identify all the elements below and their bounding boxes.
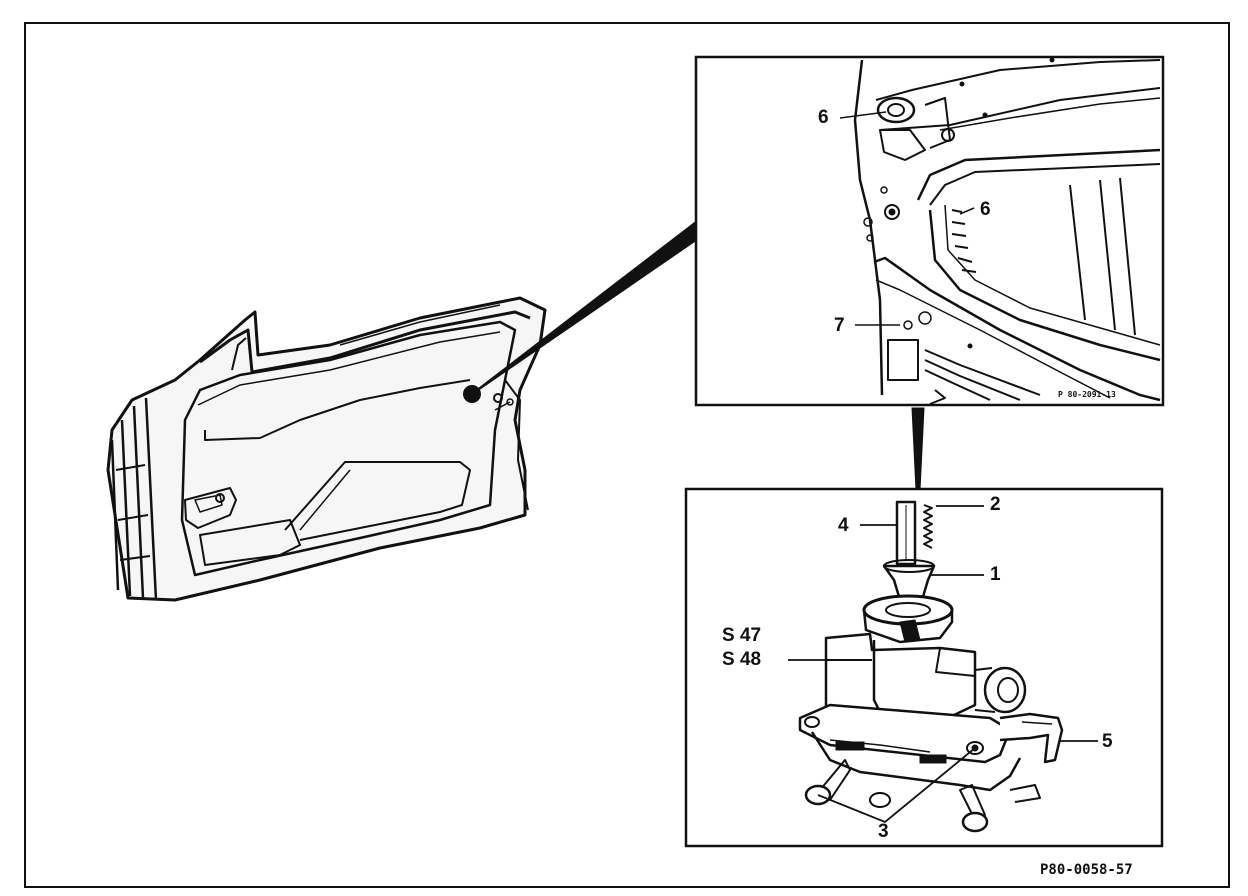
connector-wedge — [911, 407, 925, 491]
callout-4: 4 — [838, 515, 849, 536]
inner-panel — [180, 320, 517, 577]
callout-5: 5 — [1102, 731, 1113, 752]
detail-reference: P 80-2091-13 — [1058, 390, 1116, 399]
detail-box-top — [694, 55, 1165, 407]
callout-2: 2 — [990, 494, 1001, 515]
callout-7: 7 — [834, 315, 845, 336]
handle-recess — [184, 487, 237, 529]
door-illustration — [106, 296, 547, 602]
callout-3: 3 — [878, 821, 889, 842]
callout-1: 1 — [990, 564, 1001, 585]
actuator-drawing — [798, 500, 1064, 833]
detail-top-drawing — [853, 57, 1161, 405]
door-outline — [106, 296, 547, 602]
top-leaders — [839, 111, 975, 326]
bottom-leaders — [788, 505, 1098, 824]
callout-s48: S 48 — [722, 649, 762, 670]
callout-s47: S 47 — [722, 625, 762, 646]
figure-frame — [24, 22, 1230, 888]
callout-6-hinge: 6 — [818, 107, 829, 128]
figure-reference: P80-0058-57 — [1040, 862, 1133, 878]
callout-6-frame: 6 — [980, 199, 991, 220]
